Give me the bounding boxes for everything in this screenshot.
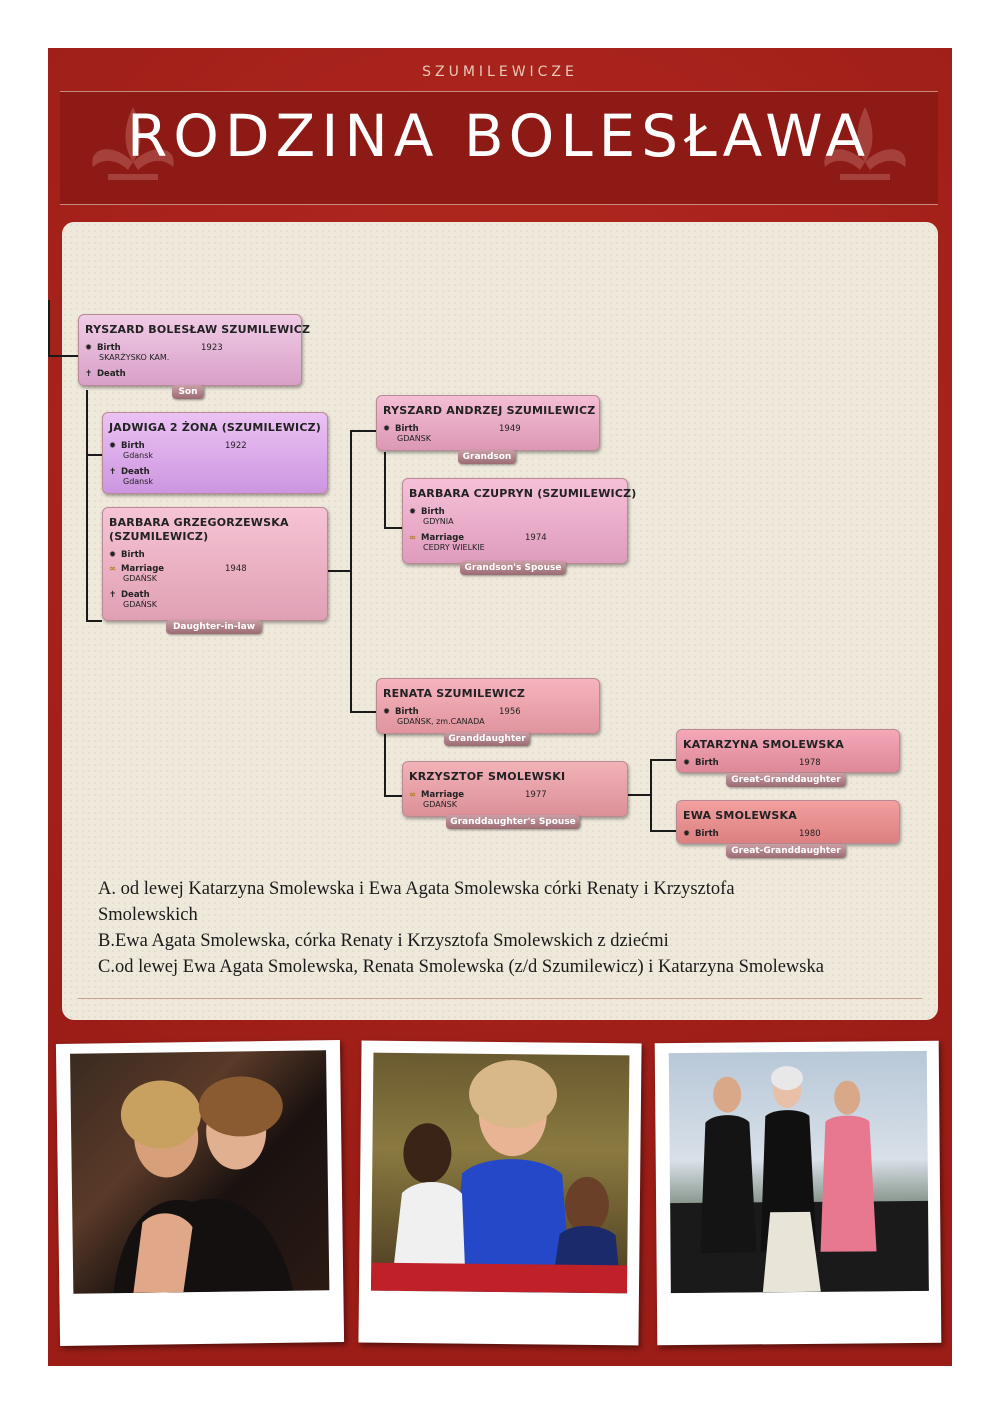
person-card[interactable]: BARBARA GRZEGORZEWSKA (SZUMILEWICZ) ✹Bir… [102, 507, 328, 621]
relation-tag: Son [172, 385, 204, 399]
fleur-de-lis-left-icon [92, 107, 174, 180]
connector-line [48, 355, 78, 357]
birth-row: ✹Birth 1978 [683, 758, 821, 768]
person-card[interactable]: EWA SMOLEWSKA ✹Birth 1980 [676, 800, 900, 844]
birth-icon: ✹ [383, 424, 391, 434]
birth-row: ✹Birth 1922 Gdansk [109, 441, 247, 460]
relation-tag: Granddaughter's Spouse [446, 815, 580, 829]
connector-line [384, 732, 386, 796]
person-card[interactable]: KRZYSZTOF SMOLEWSKI ∞Marriage 1977 GDAŃS… [402, 761, 628, 817]
person-name: BARBARA GRZEGORZEWSKA [109, 516, 289, 529]
photo-c [654, 1040, 942, 1346]
photo-a [55, 1040, 345, 1346]
person-name: KRZYSZTOF SMOLEWSKI [409, 770, 566, 783]
page-background: SZUMILEWICZE RODZINA BOLESŁAWA RYSZARD B… [48, 48, 952, 1366]
person-card[interactable]: RENATA SZUMILEWICZ ✹Birth 1956 GDAŃSK, z… [376, 678, 600, 734]
birth-row: ✹Birth [109, 550, 145, 560]
birth-row: ✹Birth 1980 [683, 829, 821, 839]
person-card[interactable]: RYSZARD BOLESŁAW SZUMILEWICZ ✹Birth 1923… [78, 314, 310, 386]
photo-a-image [70, 1050, 330, 1294]
connector-line [384, 452, 386, 528]
fleur-de-lis-right-icon [824, 107, 906, 180]
relation-tag: Great-Granddaughter [726, 773, 846, 787]
connector-line [384, 527, 404, 529]
cross-icon: ✝ [109, 590, 117, 600]
person-name: RYSZARD ANDRZEJ SZUMILEWICZ [383, 404, 596, 417]
person-card[interactable]: BARBARA CZUPRYN (SZUMILEWICZ) ✹Birth GDY… [402, 478, 636, 564]
cross-icon: ✝ [85, 369, 93, 379]
birth-icon: ✹ [383, 707, 391, 717]
person-name-line2: (SZUMILEWICZ) [109, 530, 209, 543]
relation-tag: Granddaughter [444, 732, 530, 746]
person-card[interactable]: JADWIGA 2 ŻONA (SZUMILEWICZ) ✹Birth 1922… [102, 412, 328, 494]
rings-icon: ∞ [409, 790, 417, 800]
birth-icon: ✹ [683, 829, 691, 839]
photo-c-image [668, 1050, 929, 1294]
photo-caption: A. od lewej Katarzyna Smolewska i Ewa Ag… [98, 876, 918, 980]
rings-icon: ∞ [409, 533, 417, 543]
family-tree-panel: RYSZARD BOLESŁAW SZUMILEWICZ ✹Birth 1923… [48, 222, 938, 1020]
page-title: RODZINA BOLESŁAWA [126, 102, 872, 170]
birth-row: ✹Birth GDYNIA [409, 507, 454, 526]
photo-b-image [370, 1052, 630, 1294]
caption-line-c: C.od lewej Ewa Agata Smolewska, Renata S… [98, 957, 824, 977]
birth-row: ✹Birth 1949 GDAŃSK [383, 424, 521, 443]
family-tag: SZUMILEWICZE [422, 64, 578, 80]
birth-row: ✹Birth 1956 GDAŃSK, zm.CANADA [383, 707, 521, 726]
caption-line-a: A. od lewej Katarzyna Smolewska i Ewa Ag… [98, 879, 735, 899]
person-name: EWA SMOLEWSKA [683, 809, 797, 822]
connector-line [86, 620, 102, 622]
connector-line [650, 759, 676, 761]
birth-icon: ✹ [409, 507, 417, 517]
connector-line [650, 830, 676, 832]
death-row: ✝Death Gdansk [109, 467, 154, 486]
photo-b [358, 1040, 642, 1346]
death-row: ✝Death GDAŃSK [109, 590, 157, 609]
birth-row: ✹Birth 1923 SKARŻYSKO KAM. [85, 343, 223, 362]
person-name: JADWIGA 2 ŻONA (SZUMILEWICZ) [109, 421, 322, 434]
relation-tag: Daughter-in-law [166, 620, 262, 634]
relation-tag: Grandson's Spouse [460, 561, 566, 575]
birth-icon: ✹ [683, 758, 691, 768]
connector-line [350, 430, 376, 432]
rings-icon: ∞ [109, 564, 117, 574]
marriage-row: ∞Marriage 1948 GDAŃSK [109, 564, 247, 583]
connector-line [384, 795, 404, 797]
connector-line [86, 454, 102, 456]
cross-icon: ✝ [109, 467, 117, 477]
person-name: RENATA SZUMILEWICZ [383, 687, 526, 700]
relation-tag: Great-Granddaughter [726, 844, 846, 858]
connector-line [350, 430, 352, 712]
connector-line [328, 570, 352, 572]
title-banner: RODZINA BOLESŁAWA [60, 91, 938, 205]
birth-icon: ✹ [109, 441, 117, 451]
marriage-row: ∞Marriage 1977 GDAŃSK [409, 790, 547, 809]
death-row: ✝Death [85, 369, 126, 379]
connector-line [350, 711, 376, 713]
birth-icon: ✹ [109, 550, 117, 560]
birth-icon: ✹ [85, 343, 93, 353]
connector-line [650, 759, 652, 831]
connector-line [86, 390, 88, 622]
connector-line [626, 794, 652, 796]
caption-line-b: B.Ewa Agata Smolewska, córka Renaty i Kr… [98, 931, 669, 951]
relation-tag: Grandson [458, 450, 516, 464]
marriage-row: ∞Marriage 1974 CEDRY WIELKIE [409, 533, 547, 552]
person-name: BARBARA CZUPRYN (SZUMILEWICZ) [409, 487, 637, 500]
divider-line [78, 998, 922, 999]
person-name: RYSZARD BOLESŁAW SZUMILEWICZ [85, 323, 311, 336]
person-card[interactable]: KATARZYNA SMOLEWSKA ✹Birth 1978 [676, 729, 900, 773]
person-card[interactable]: RYSZARD ANDRZEJ SZUMILEWICZ ✹Birth 1949 … [376, 395, 600, 451]
caption-line-a2: Smolewskich [98, 905, 198, 925]
connector-line [48, 300, 50, 356]
person-name: KATARZYNA SMOLEWSKA [683, 738, 844, 751]
